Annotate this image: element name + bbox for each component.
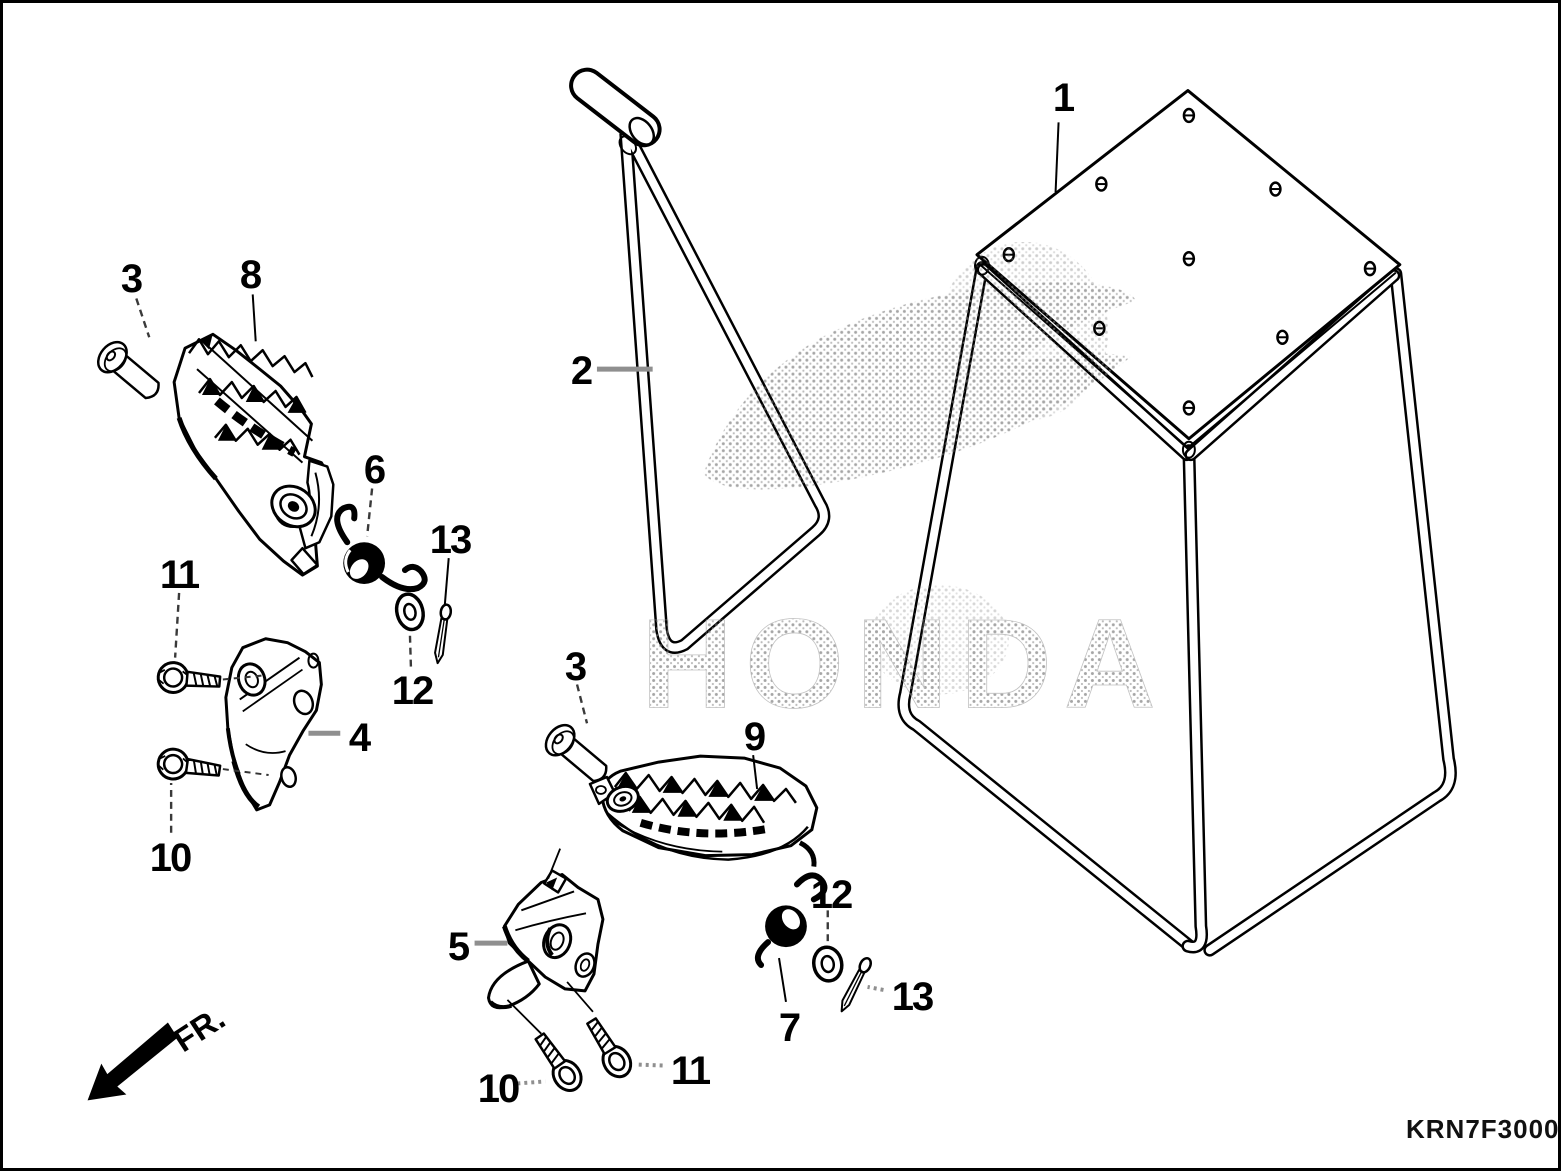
callout-11[interactable]: 11 <box>159 553 200 597</box>
callout-8[interactable]: 8 <box>239 253 262 297</box>
callout-10[interactable]: 10 <box>149 836 192 880</box>
fr-arrow <box>87 1022 178 1101</box>
callout-3[interactable]: 3 <box>564 645 587 689</box>
bracket-upper <box>224 637 323 812</box>
clevis-pin-lower <box>544 723 608 783</box>
callout-6[interactable]: 6 <box>363 448 386 492</box>
callout-13[interactable]: 13 <box>429 518 472 562</box>
callout-5[interactable]: 5 <box>447 925 470 969</box>
cotter-pin-lower <box>840 956 872 1013</box>
clevis-pin-upper <box>96 340 160 400</box>
callout-2[interactable]: 2 <box>570 349 593 393</box>
torsion-spring-upper <box>334 503 428 593</box>
leader-lines <box>135 122 1060 1086</box>
washer-lower <box>811 945 844 983</box>
flange-bolt-lower-11 <box>586 1017 633 1079</box>
cotter-pin-upper <box>434 603 453 665</box>
bracket-lower <box>487 869 605 1010</box>
honda-watermark: HONDA <box>641 241 1168 735</box>
flange-bolt-upper-11 <box>156 661 222 694</box>
washer-upper <box>394 592 425 632</box>
flange-bolt-upper-10 <box>156 747 222 781</box>
callout-1[interactable]: 1 <box>1052 76 1075 120</box>
torsion-spring-lower <box>754 872 828 969</box>
callout-4[interactable]: 4 <box>348 716 371 760</box>
lifting-bar <box>569 67 831 654</box>
parts-diagram-canvas: HONDA <box>87 67 1457 1101</box>
callout-9[interactable]: 9 <box>743 715 766 759</box>
callout-12[interactable]: 12 <box>810 873 853 917</box>
callout-11[interactable]: 11 <box>670 1049 711 1093</box>
footpeg-upper <box>172 332 335 577</box>
watermark-text: HONDA <box>641 592 1168 734</box>
callout-10[interactable]: 10 <box>477 1067 520 1111</box>
callout-12[interactable]: 12 <box>391 669 434 713</box>
diagram-code: KRN7F3000 <box>1406 1114 1560 1144</box>
callout-13[interactable]: 13 <box>891 975 934 1019</box>
callout-3[interactable]: 3 <box>120 257 143 301</box>
flange-bolt-lower-10 <box>534 1032 583 1092</box>
callout-7[interactable]: 7 <box>778 1006 801 1050</box>
bar-grip <box>569 67 662 156</box>
assembly-lines <box>222 674 594 1035</box>
work-stand <box>897 89 1457 957</box>
footpeg-lower <box>588 754 819 867</box>
